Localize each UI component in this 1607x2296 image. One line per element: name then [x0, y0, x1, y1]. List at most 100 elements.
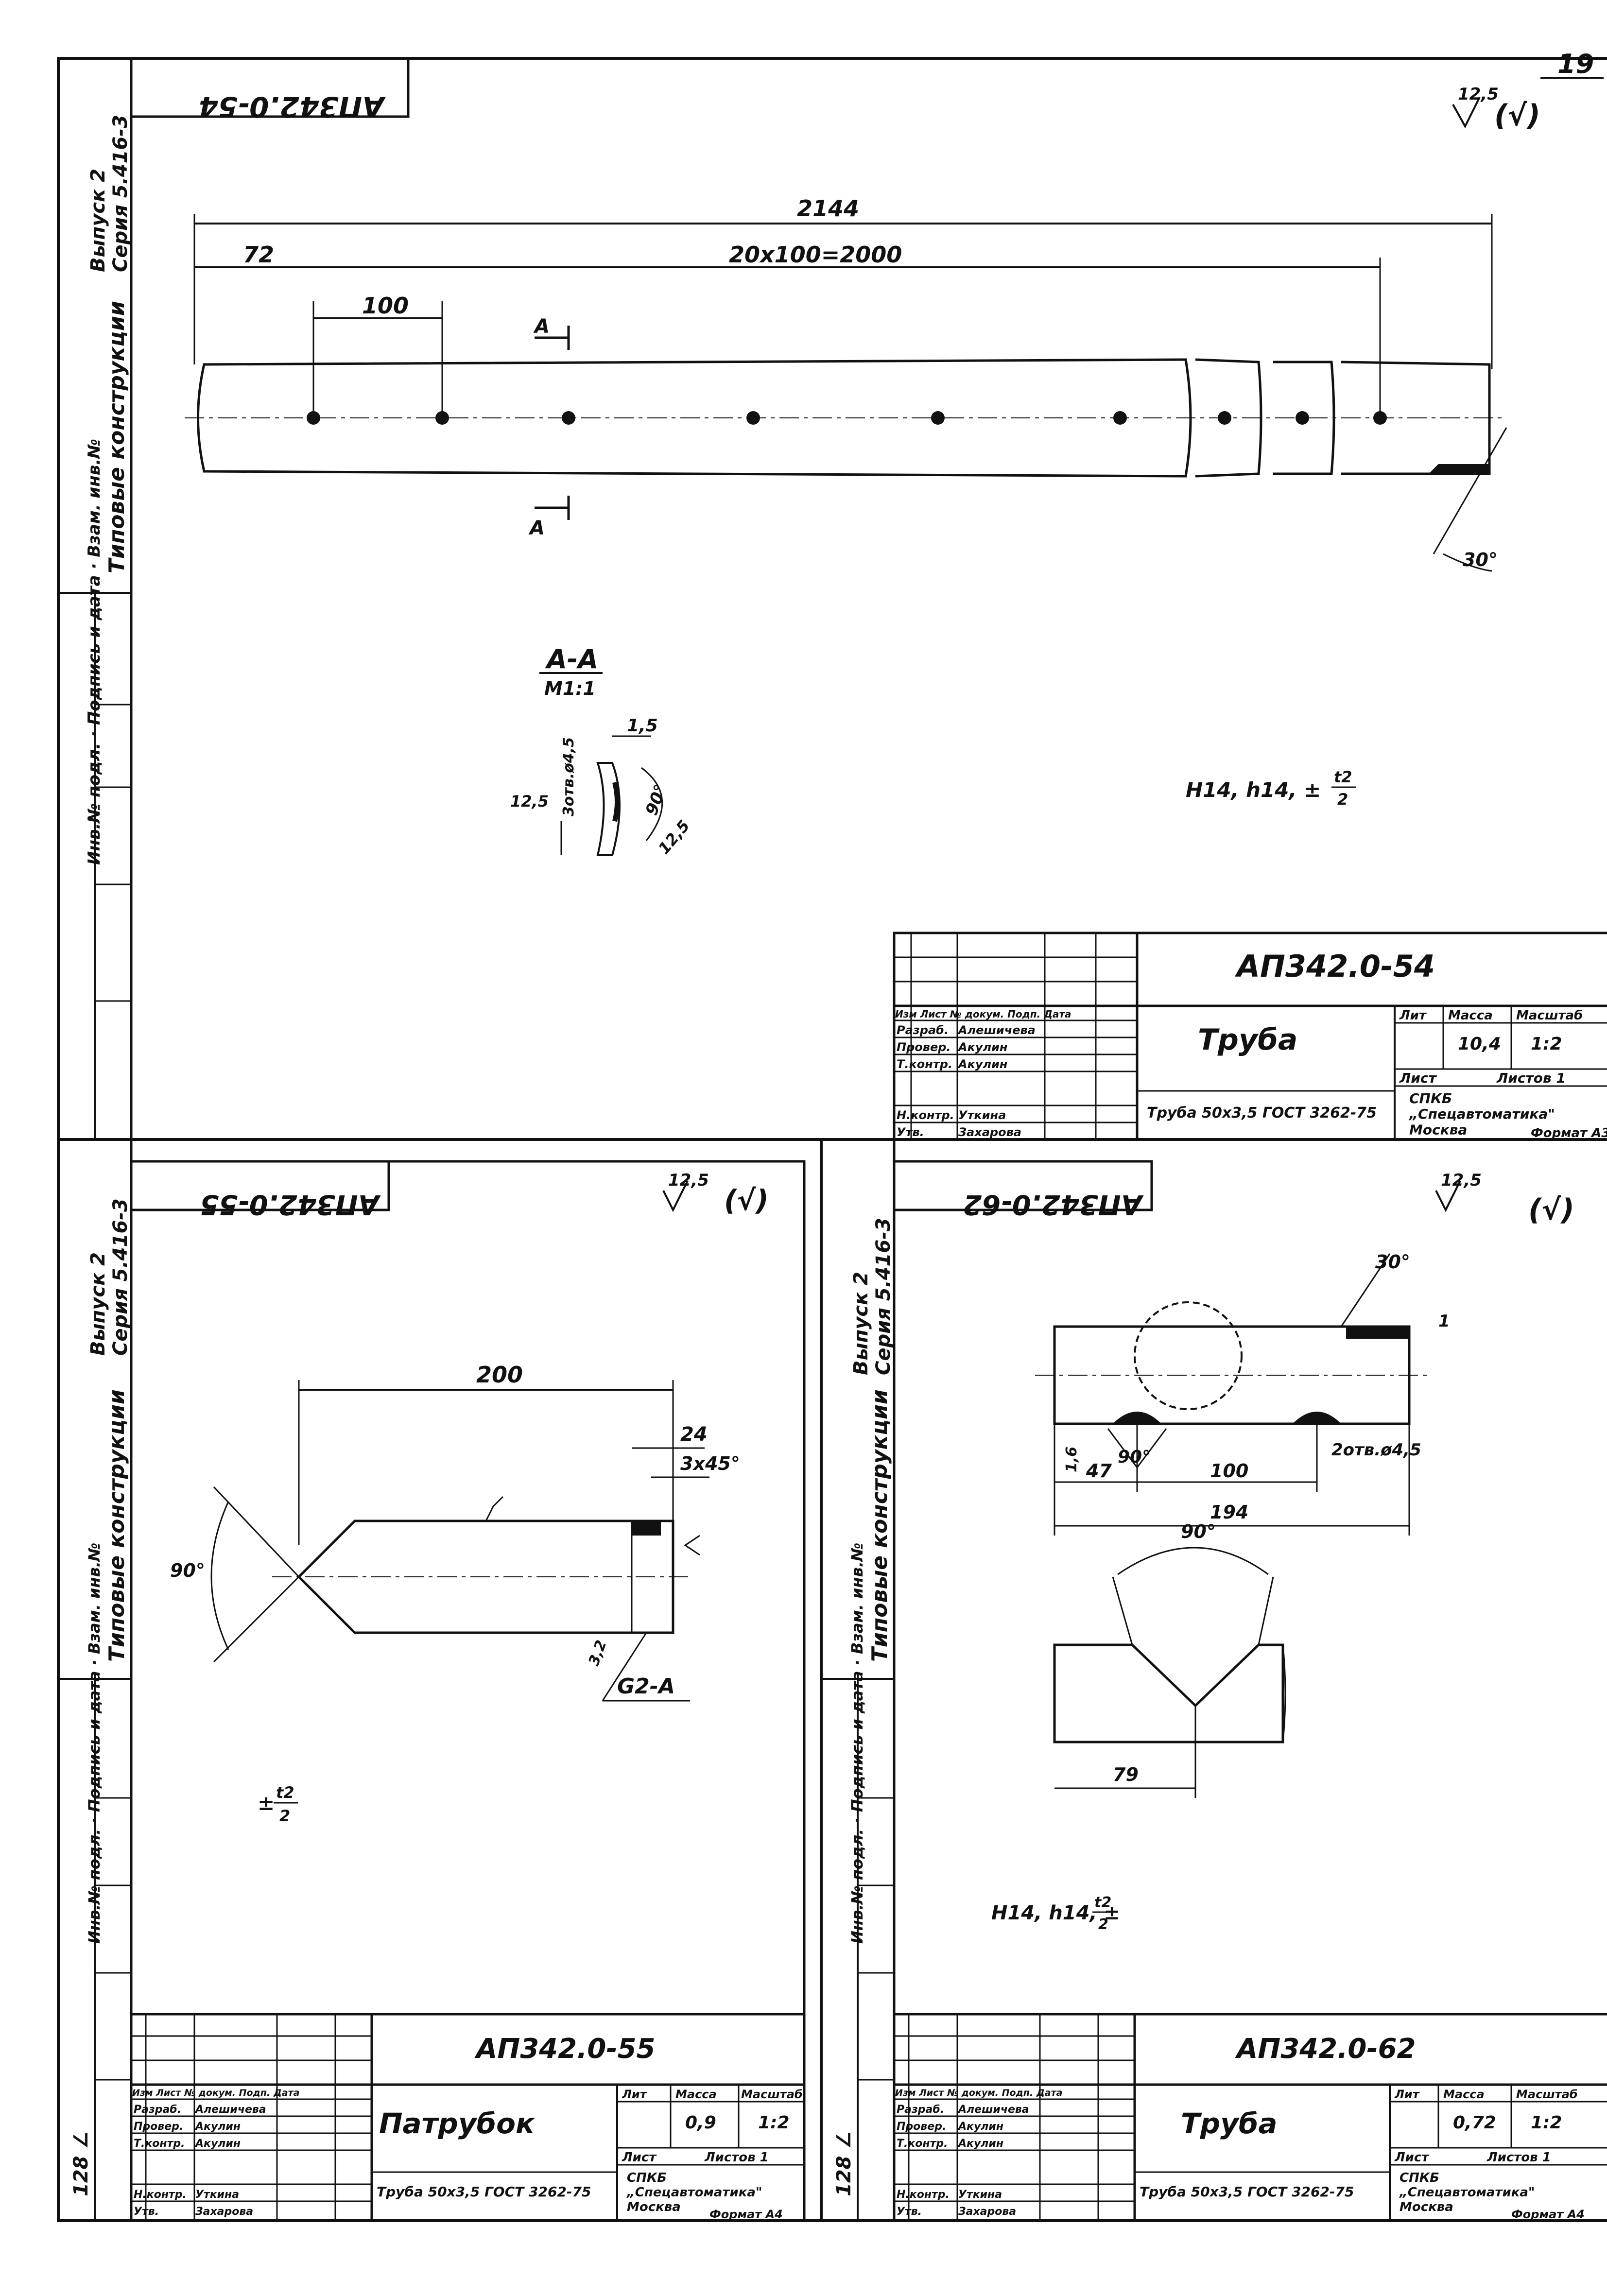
section-marker-bottom: А [528, 517, 545, 539]
top-tb-material: Труба 50х3,5 ГОСТ 3262-75 [1147, 1105, 1377, 1122]
right-tb-format: Формат А4 [1511, 2208, 1585, 2221]
pipe-outline [197, 358, 1192, 478]
right-side-columns: Инв.№ подл. · Подпись и дата · Взам. инв… [848, 1543, 866, 1944]
left-dim-thread: G2-A [617, 1674, 675, 1699]
right-title-block: АП342.0-62 Труба Лит Масса Масштаб 0,72 … [893, 2013, 1607, 2222]
left-tb-role-5: Утв. [134, 2206, 159, 2218]
left-title-block: АП342.0-55 Патрубок Лит Масса Масштаб 0,… [130, 2013, 806, 2222]
top-tb-code: АП342.0-54 [1234, 949, 1435, 984]
dim-step: 100 [362, 293, 409, 319]
top-side-columns: Инв.№ подл. · Подпись и дата · Взам. инв… [85, 439, 104, 865]
left-roughness-value: 12,5 [668, 1171, 709, 1190]
top-tol-num: t2 [1334, 768, 1352, 786]
left-dim-chamfer: 3х45° [680, 1453, 740, 1474]
left-tb-list: Лист [622, 2150, 657, 2165]
top-tolerance: Н14, h14, ± [1186, 778, 1321, 802]
right-dim-d47: 47 [1086, 1460, 1112, 1482]
left-dim-angle: 90° [170, 1560, 205, 1581]
right-tb-masshtab: Масштаб [1516, 2088, 1578, 2101]
left-tb-massa: Масса [675, 2088, 717, 2101]
left-dim-length: 200 [476, 1362, 523, 1388]
left-stamp: АП342.0-55 [200, 1189, 381, 1220]
top-sheet: Инв.№ подл. · Подпись и дата · Взам. инв… [58, 57, 1607, 1141]
top-tb-role-5: Утв. [897, 1125, 924, 1139]
section-title: А-А [545, 644, 598, 674]
right-dim-d194: 194 [1210, 1502, 1248, 1523]
left-tb-listov: Листов 1 [704, 2150, 769, 2165]
top-tol-den: 2 [1337, 790, 1348, 809]
right-tb-listov: Листов 1 [1486, 2150, 1551, 2165]
right-tb-code: АП342.0-62 [1235, 2033, 1416, 2065]
right-tolerance: Н14, h14, ± [991, 1902, 1120, 1924]
right-stamp: АП342.0-62 [963, 1189, 1144, 1220]
left-tb-role-4: Н.контр. [134, 2189, 187, 2201]
right-dim-t1: 1 [1438, 1312, 1450, 1331]
top-tb-role-2: Провер. [897, 1040, 951, 1054]
left-tb-scale: 1:2 [758, 2113, 790, 2133]
top-tb-person-1: Алешичева [957, 1023, 1036, 1037]
left-tb-lit: Лит [622, 2088, 648, 2101]
left-roughness-general: (√) [724, 1184, 769, 1217]
section-hole: 3отв.ø4,5 [560, 737, 577, 816]
top-tb-person-4: Уткина [958, 1108, 1006, 1122]
right-side-series: Выпуск 2Серия 5.416-3 [850, 1218, 895, 1375]
left-tb-person-3: Акулин [194, 2138, 241, 2150]
section-rough: 12,5 [655, 816, 693, 858]
right-tb-massa: Масса [1443, 2088, 1485, 2101]
left-side-series: Выпуск 2Серия 5.416-3 [87, 1198, 132, 1356]
section-angle: 90° [642, 782, 671, 818]
left-sheet: Инв.№ подл. · Подпись и дата · Взам. инв… [58, 1139, 806, 2222]
right-dim-a90: 90° [1118, 1447, 1151, 1467]
right-tb-person-3: Акулин [957, 2138, 1003, 2150]
right-tol-den: 2 [1098, 1916, 1108, 1933]
top-tb-person-5: Захарова [958, 1125, 1021, 1139]
left-side-type: Типовые конструкции [104, 1389, 129, 1662]
right-tb-person-5: Захарова [958, 2206, 1016, 2218]
right-roughness-general: (√) [1528, 1193, 1574, 1227]
top-stamp: АП342.0-54 [198, 90, 386, 123]
right-inv: 128 ∠ [833, 2132, 855, 2196]
top-tb-person-3: Акулин [957, 1057, 1007, 1071]
left-tol-den: 2 [279, 1807, 290, 1825]
right-dim-d100: 100 [1210, 1460, 1248, 1482]
left-side-columns: Инв.№ подл. · Подпись и дата · Взам. инв… [85, 1543, 104, 1944]
left-tb-format: Формат А4 [709, 2208, 783, 2221]
left-tb-person-1: Алешичева [194, 2104, 266, 2116]
left-tb-person-5: Захарова [195, 2206, 253, 2218]
left-tb-hdr: Изм Лист № докум. Подп. Дата [132, 2088, 299, 2098]
left-tb-person-4: Уткина [195, 2189, 239, 2201]
left-tb-mass: 0,9 [685, 2113, 716, 2133]
right-tb-role-5: Утв. [897, 2206, 922, 2218]
section-marker-top: А [533, 315, 550, 338]
top-tb-org: СПКБ„Спецавтоматика"Москва [1409, 1090, 1555, 1138]
left-inv: 128 ∠ [70, 2132, 92, 2196]
top-side-series: Выпуск 2Серия 5.416-3 [87, 115, 132, 272]
right-tb-role-1: Разраб. [897, 2104, 944, 2116]
top-tb-role-4: Н.контр. [897, 1108, 954, 1122]
right-roughness-value: 12,5 [1441, 1171, 1482, 1190]
right-dim-d79: 79 [1113, 1764, 1139, 1785]
right-tb-lit: Лит [1394, 2088, 1420, 2101]
section-d2: 12,5 [510, 792, 549, 811]
top-tb-role-3: Т.контр. [897, 1057, 952, 1071]
top-tb-listov: Листов 1 [1496, 1070, 1566, 1086]
top-tb-person-2: Акулин [957, 1040, 1007, 1054]
right-tb-name: Труба [1181, 2107, 1278, 2140]
left-tolerance: ± [258, 1791, 275, 1815]
left-tb-material: Труба 50х3,5 ГОСТ 3262-75 [377, 2184, 591, 2200]
right-dim-angle30: 30° [1375, 1251, 1410, 1273]
top-roughness-general: (√) [1494, 99, 1540, 133]
top-title-block: АП342.0-54 Труба Лит Масса Масштаб 10,4 … [893, 932, 1607, 1141]
section-d1: 1,5 [627, 716, 658, 736]
roughness-icon [1452, 97, 1481, 129]
right-tol-num: t2 [1094, 1894, 1111, 1911]
right-tb-role-4: Н.контр. [897, 2189, 950, 2201]
right-dim-holes: 2отв.ø4,5 [1331, 1440, 1421, 1460]
top-tb-scale: 1:2 [1531, 1034, 1562, 1054]
dim-pitch: 20х100=2000 [729, 242, 902, 268]
left-tol-num: t2 [276, 1783, 294, 1802]
right-tb-person-4: Уткина [958, 2189, 1002, 2201]
left-tb-masshtab: Масштаб [741, 2088, 803, 2101]
right-side-type: Типовые конструкции [867, 1389, 892, 1662]
left-dim-rough: 3,2 [586, 1638, 610, 1668]
